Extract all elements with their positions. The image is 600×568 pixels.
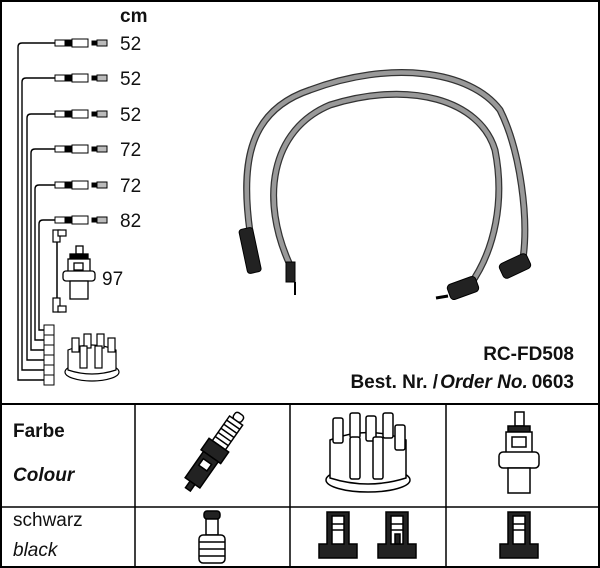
cap-connector-icon xyxy=(43,334,55,346)
coil-boot-icon xyxy=(499,511,539,559)
cable-wire xyxy=(17,42,55,381)
cap-connector-icon xyxy=(43,344,55,356)
distributor-cap-table-icon xyxy=(325,412,411,493)
cable-wire xyxy=(30,148,55,351)
spark-plug-icon xyxy=(184,411,245,493)
header-farbe: Farbe xyxy=(13,421,65,442)
distributor-center-boot-icon xyxy=(377,511,417,559)
ht-cable-illustration xyxy=(238,69,532,301)
header-colour: Colour xyxy=(13,465,76,486)
spark-plug-connector-icon xyxy=(54,215,108,225)
cable-length: 82 xyxy=(120,211,141,232)
cable-row: 52 xyxy=(21,69,141,376)
cable-wire xyxy=(26,113,55,361)
distributor-cap-icon xyxy=(64,333,120,382)
cable-row: 52 xyxy=(17,34,141,386)
cable-length-list: 52 52 52 72 72 82 xyxy=(17,34,141,386)
colour-table xyxy=(0,403,600,568)
cap-connector-icon xyxy=(43,324,55,336)
cable-wire xyxy=(21,77,55,371)
coil-cable-length: 97 xyxy=(102,269,123,290)
cable-row: 52 xyxy=(26,105,141,366)
product-code: RC-FD508 xyxy=(483,344,574,365)
order-number-line: Best. Nr. /Order No.0603 xyxy=(350,372,574,393)
cable-length: 72 xyxy=(120,140,141,161)
cable-length: 52 xyxy=(120,34,141,55)
cable-length: 52 xyxy=(120,69,141,90)
colour-black: black xyxy=(13,540,59,561)
cable-wire xyxy=(34,184,55,341)
cable-row: 72 xyxy=(30,140,141,356)
colour-schwarz: schwarz xyxy=(13,510,83,531)
coil-cable-icon xyxy=(52,229,67,313)
cap-connector-icon xyxy=(43,374,55,386)
cap-connector-icon xyxy=(43,364,55,376)
cable-length: 72 xyxy=(120,176,141,197)
spark-plug-connector-icon xyxy=(54,38,108,48)
distributor-boot-icon xyxy=(318,511,358,559)
cap-connector-icon xyxy=(43,354,55,366)
cable-row: 72 xyxy=(34,176,141,346)
cable-wire xyxy=(38,219,55,331)
spark-plug-connector-icon xyxy=(54,180,108,190)
spark-plug-connector-icon xyxy=(54,144,108,154)
unit-label: cm xyxy=(120,6,147,27)
spark-plug-connector-icon xyxy=(54,109,108,119)
cable-row: 82 xyxy=(38,211,141,336)
ignition-coil-icon xyxy=(62,245,96,300)
spark-plug-connector-icon xyxy=(54,73,108,83)
plug-boot-icon xyxy=(198,510,226,564)
cable-length: 52 xyxy=(120,105,141,126)
ignition-coil-table-icon xyxy=(498,411,540,494)
